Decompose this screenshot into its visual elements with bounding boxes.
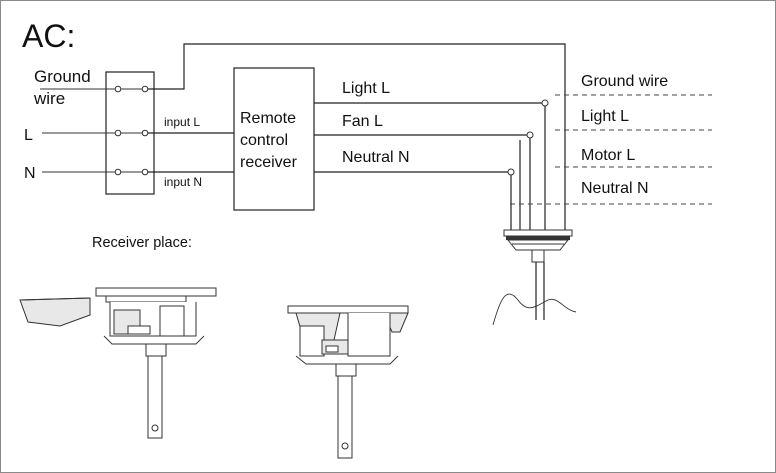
line-label: L xyxy=(24,127,33,144)
receiver-label-1: Remote xyxy=(240,110,296,127)
ground-wire-label-2: wire xyxy=(33,89,65,108)
fan-motor-l-label: Motor L xyxy=(581,147,635,164)
fan-neutral-n-label: Neutral N xyxy=(581,180,649,197)
ground-wire-label: Ground xyxy=(34,67,91,86)
receiver-label-3: receiver xyxy=(240,154,298,171)
receiver-output-wires xyxy=(314,99,549,232)
input-n-label: input N xyxy=(164,175,202,189)
input-l-label: input L xyxy=(164,115,200,129)
remote-control-receiver xyxy=(233,67,315,211)
output-light-l-label: Light L xyxy=(342,80,390,97)
fan-ground-wire-label: Ground wire xyxy=(581,73,668,90)
diagram-title: AC: xyxy=(22,18,75,54)
receiver-mount-illustration-right xyxy=(287,305,409,459)
output-neutral-n-label: Neutral N xyxy=(342,149,410,166)
fan-wire-dashes xyxy=(510,94,712,205)
receiver-label-2: control xyxy=(240,132,288,149)
neutral-label: N xyxy=(24,165,36,182)
fan-light-l-label: Light L xyxy=(581,108,629,125)
input-wires xyxy=(40,88,115,173)
receiver-place-label: Receiver place: xyxy=(92,235,192,251)
ground-wire-route xyxy=(148,43,566,232)
output-fan-l-label: Fan L xyxy=(342,113,383,130)
receiver-mount-illustration-left xyxy=(19,287,217,439)
fan-canopy xyxy=(492,229,577,326)
